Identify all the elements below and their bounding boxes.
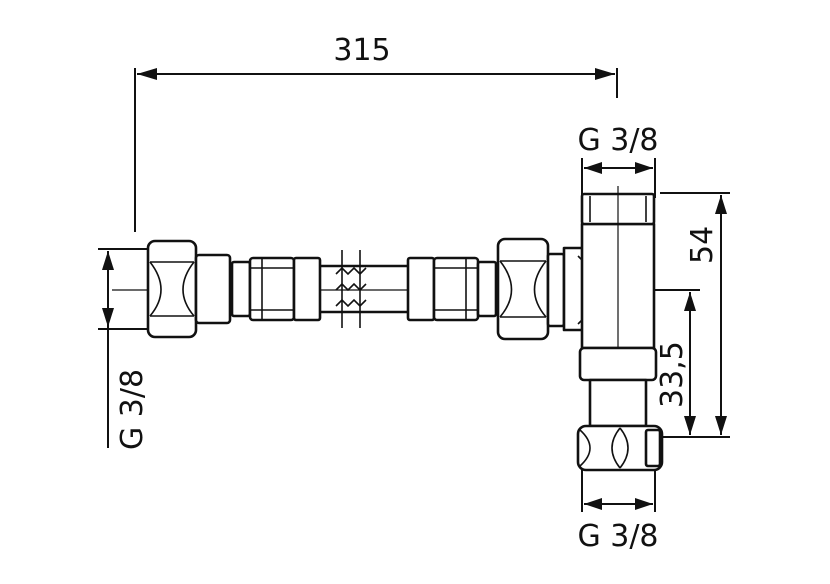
bottom-thread-dimension: G 3/8 [577, 468, 659, 554]
left-thread-label: G 3/8 [115, 369, 150, 450]
right-crimp-band [406, 256, 436, 322]
left-ferrule [230, 256, 296, 322]
branch-height-label: 33,5 [655, 341, 690, 408]
top-thread-dimension: G 3/8 [577, 123, 659, 198]
bottom-thread-label: G 3/8 [577, 519, 658, 554]
right-ferrule [432, 256, 498, 322]
overall-length-dimension: 315 [134, 33, 618, 232]
left-nut [146, 239, 198, 339]
overall-length-label: 315 [333, 33, 390, 68]
left-thread-dimension: G 3/8 [98, 248, 150, 450]
left-sleeve [194, 253, 232, 325]
right-sleeve [546, 252, 566, 328]
right-nut [496, 237, 550, 341]
hose [320, 250, 408, 328]
left-crimp-band [292, 256, 322, 322]
branch-height-dimension: 33,5 [612, 289, 700, 438]
tee-height-label: 54 [685, 226, 720, 264]
tee-fitting [562, 186, 664, 472]
top-thread-label: G 3/8 [577, 123, 658, 158]
